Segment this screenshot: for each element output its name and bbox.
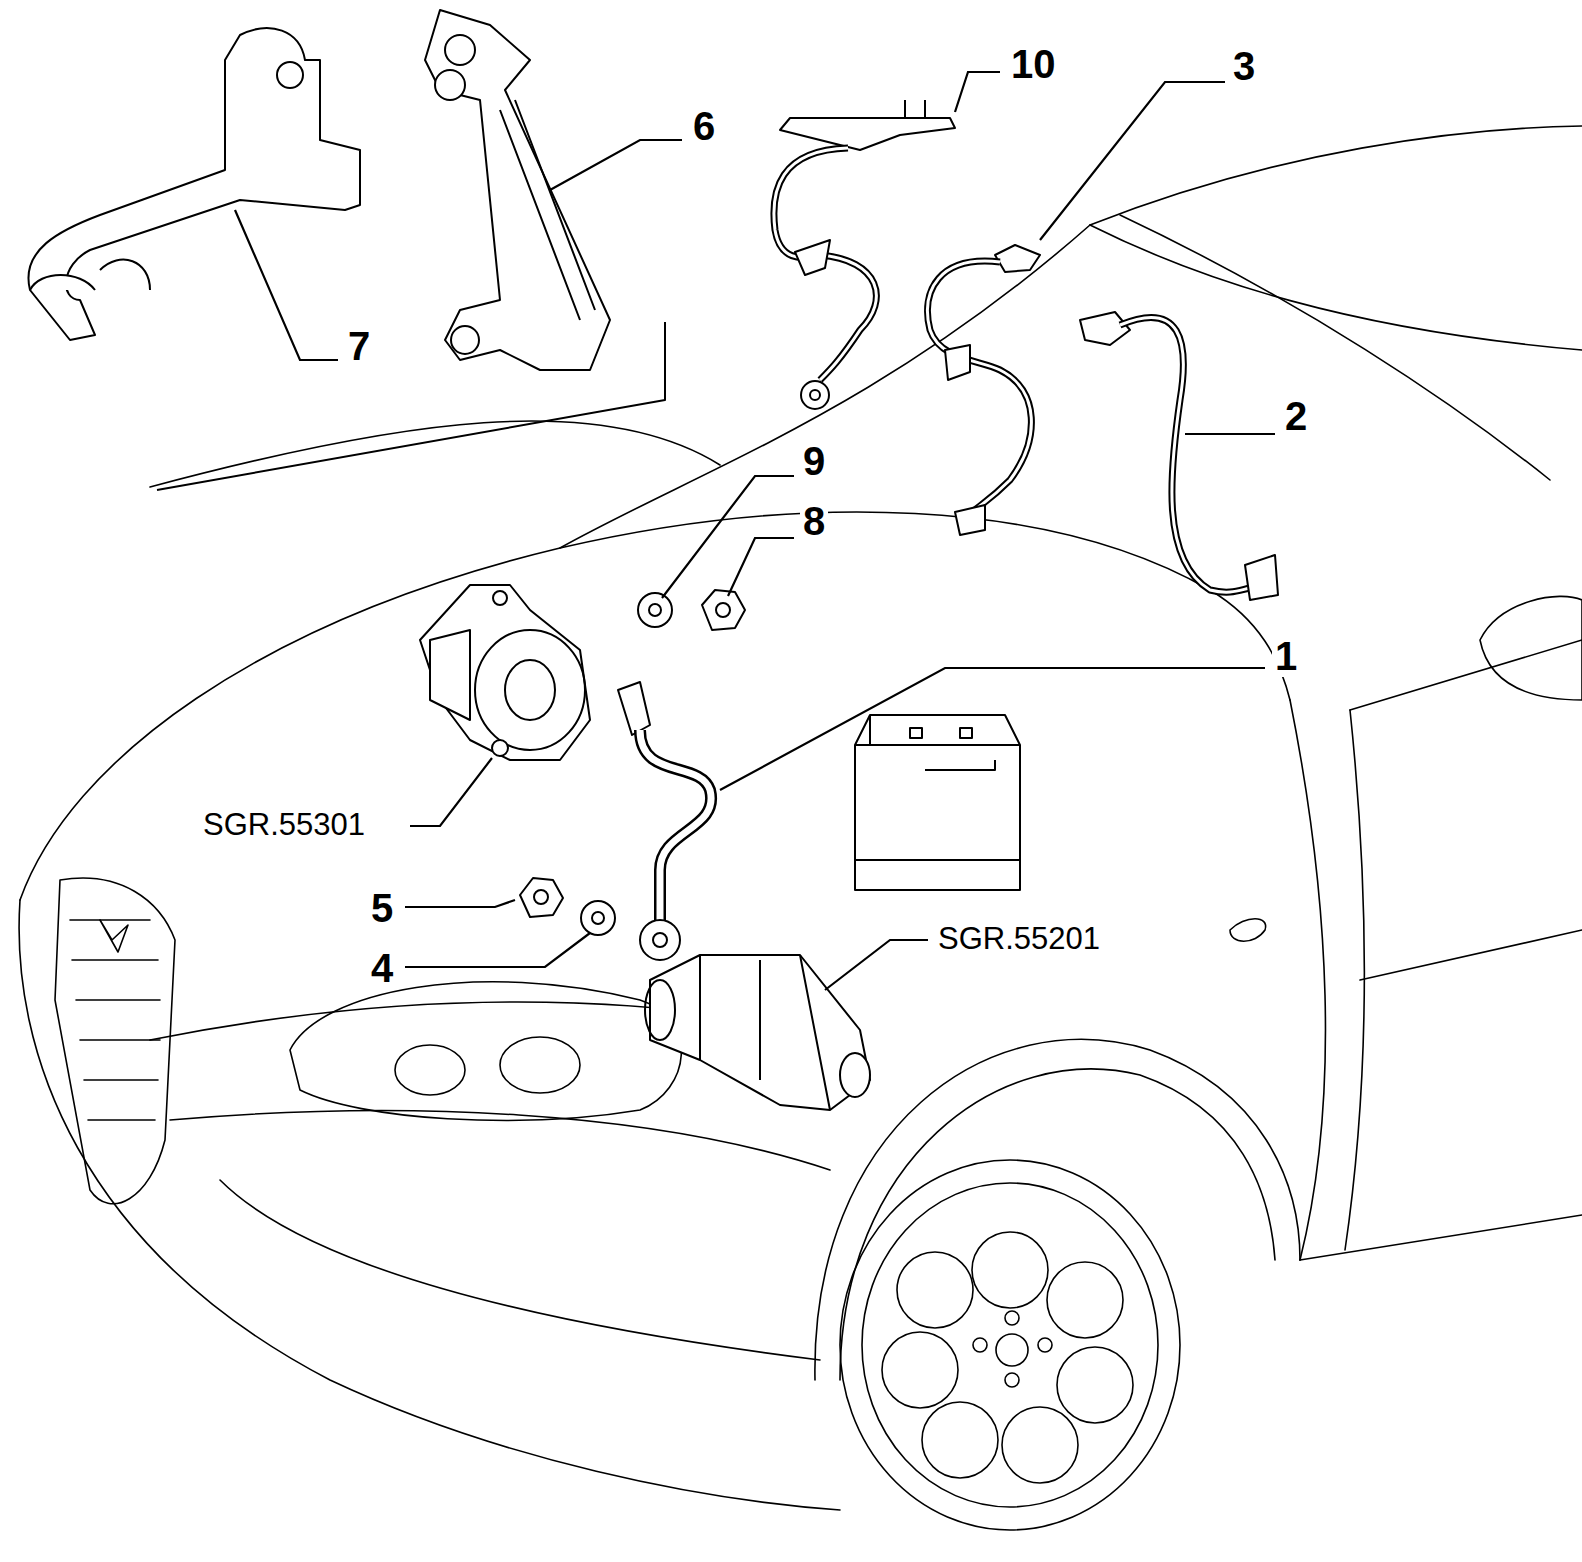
callout-number: 10 [1008, 43, 1059, 85]
callout-number: 8 [800, 500, 828, 542]
callout-number: 1 [1272, 635, 1300, 677]
car-outline [19, 126, 1582, 1530]
part-code: SGR.55301 [200, 808, 368, 841]
leader-lines [235, 72, 1275, 990]
part-code: SGR.55201 [935, 922, 1103, 955]
callout-number: 6 [690, 105, 718, 147]
callout-number: 2 [1282, 395, 1310, 437]
callout-number: 3 [1230, 45, 1258, 87]
parts [28, 10, 1278, 1110]
callout-number: 5 [368, 887, 396, 929]
callout-number: 9 [800, 440, 828, 482]
callout-number: 4 [368, 947, 396, 989]
callout-number: 7 [345, 325, 373, 367]
